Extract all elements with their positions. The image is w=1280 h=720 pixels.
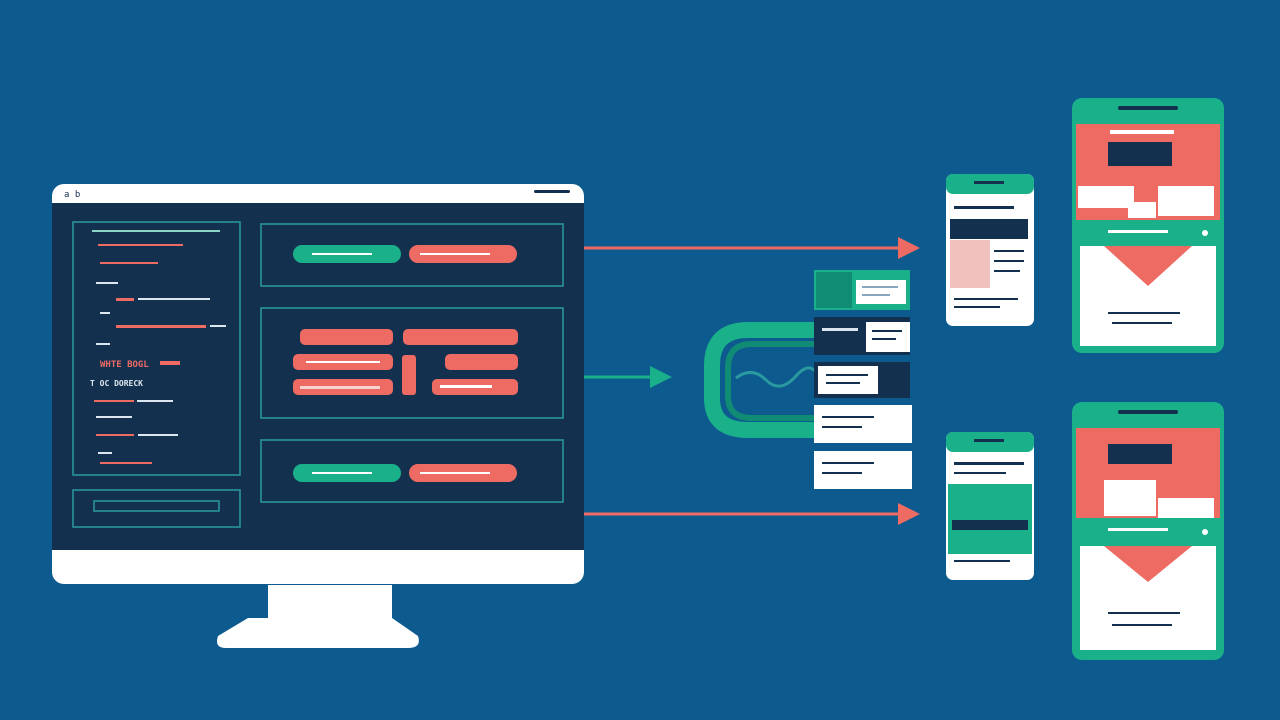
button-line (420, 472, 490, 474)
phone-line (994, 260, 1024, 262)
card-sheet (818, 366, 878, 394)
phone-line (954, 298, 1018, 300)
card-line (822, 328, 858, 331)
card-line (822, 426, 862, 428)
coral-bar-1 (300, 329, 393, 345)
small-phone-bottom (946, 432, 1034, 580)
connector-ring (704, 322, 820, 438)
phone-dot (1202, 230, 1208, 236)
card-line (862, 286, 898, 288)
card-thumb (816, 272, 852, 308)
hero-card (1128, 202, 1156, 218)
card-line (822, 416, 874, 418)
button-line (312, 472, 372, 474)
phone-dot (1202, 529, 1208, 535)
phone-line (1112, 322, 1172, 324)
phone-line (994, 270, 1020, 272)
bar-line (440, 385, 492, 388)
card-line (822, 462, 874, 464)
hero-line (1110, 130, 1174, 134)
envelope-flap (1104, 546, 1192, 582)
button-line (420, 253, 490, 255)
connector-ring-inner (725, 341, 820, 421)
code-input-box (72, 489, 241, 528)
monitor-titlebar-text: a b (64, 190, 80, 200)
preview-panel-top (260, 223, 564, 287)
phone-line (954, 306, 1000, 308)
phone-line (994, 250, 1024, 252)
preview-panel-middle (260, 307, 564, 419)
phone-speaker (974, 181, 1004, 184)
phone-line (1108, 528, 1168, 531)
card-line (822, 472, 862, 474)
card-line (826, 382, 860, 384)
phone-speaker (1118, 106, 1178, 110)
phone-line (954, 462, 1024, 465)
monitor: a b WHTE BOGL T OC DORECK (52, 184, 584, 648)
coral-bar-4 (445, 354, 518, 370)
phone-line (1108, 612, 1180, 614)
card-sheet (866, 322, 910, 352)
card-line (862, 294, 890, 296)
phone-line (954, 560, 1010, 562)
coral-bar-6 (402, 355, 416, 395)
arrow-top-head (898, 237, 920, 259)
phone-line (1108, 312, 1180, 314)
phone-line (954, 472, 1006, 474)
titlebar-indicator (534, 190, 570, 193)
card-sheet (856, 280, 906, 304)
phone-image-2 (950, 240, 990, 288)
stack-card-5 (814, 451, 912, 489)
hero-image (1108, 444, 1172, 464)
connector (704, 322, 822, 438)
card-line (872, 330, 902, 332)
code-fragment-1-highlight (160, 361, 180, 365)
code-fragment-1: WHTE BOGL (100, 360, 149, 370)
hero-image (1108, 142, 1172, 166)
coral-bar-2 (403, 329, 518, 345)
phone-image (950, 219, 1028, 239)
hero-card (1158, 498, 1214, 518)
code-fragment-2: T OC DORECK (90, 379, 143, 388)
card-line (826, 374, 868, 376)
arrow-bottom-head (898, 503, 920, 525)
hero-card (1104, 480, 1156, 516)
code-input-field (93, 500, 220, 512)
phone-line (1108, 230, 1168, 233)
phone-line (954, 206, 1014, 209)
button-line (312, 253, 372, 255)
connector-squiggle (735, 366, 822, 388)
card-stack (814, 270, 912, 489)
preview-panel-bottom (260, 439, 564, 503)
large-phone-top (1072, 98, 1224, 353)
phone-speaker (974, 439, 1004, 442)
bar-line (300, 386, 380, 389)
hero-card (1158, 186, 1214, 216)
phone-speaker (1118, 410, 1178, 414)
small-phone-top (946, 174, 1034, 326)
card-line (872, 338, 896, 340)
phone-line (1112, 624, 1172, 626)
large-phone-bottom (1072, 402, 1224, 660)
arrow-middle-head (650, 366, 672, 388)
bar-line (306, 361, 380, 363)
monitor-stand (217, 585, 419, 648)
hero-card (1078, 186, 1134, 208)
phone-band-stripe (952, 520, 1028, 530)
flow-arrows (584, 237, 920, 525)
code-lines (92, 230, 226, 464)
phone-band (948, 484, 1032, 554)
stack-card-4 (814, 405, 912, 443)
envelope-flap (1104, 246, 1192, 286)
code-panel (72, 221, 241, 476)
